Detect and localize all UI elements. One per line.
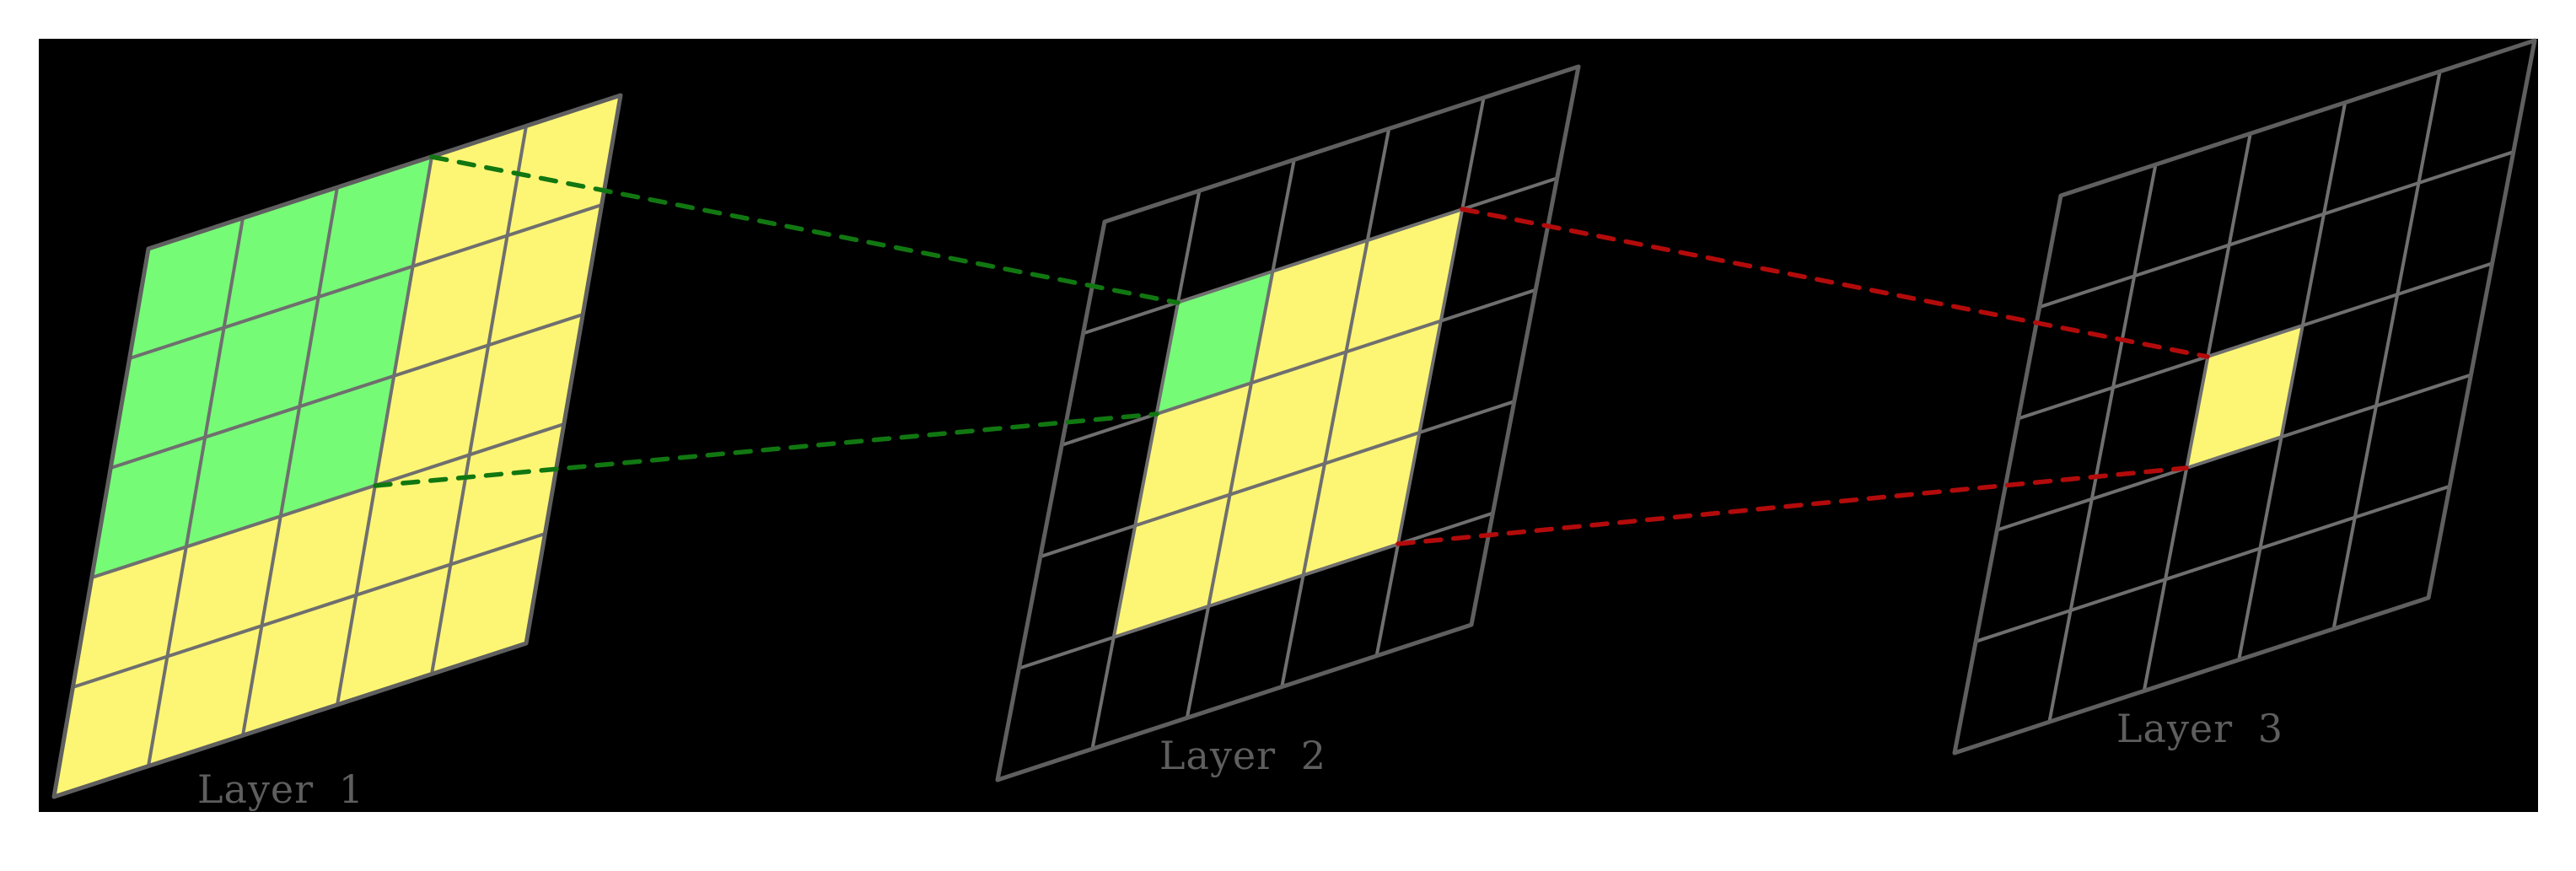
layer-1-cell-r4-c4 bbox=[432, 534, 546, 675]
receptive-field-link-red-upper bbox=[1460, 207, 2210, 359]
layer-3-gridline-col-4 bbox=[2331, 69, 2442, 631]
receptive-field-link-red-lower bbox=[1396, 465, 2189, 546]
layer-2-cell-r1-c3 bbox=[1346, 209, 1463, 352]
layer-2-cell-r2-c2 bbox=[1229, 352, 1347, 495]
layer-2-gridline-col-3 bbox=[1280, 126, 1391, 689]
layer-1-cell-r0-c0 bbox=[129, 218, 243, 358]
receptive-field-link-green-lower bbox=[373, 411, 1159, 488]
layer-3-gridline-col-3 bbox=[2237, 100, 2347, 662]
layer-1-cell-r2-c0 bbox=[91, 437, 206, 578]
layer-2-gridline-row-1 bbox=[1081, 176, 1559, 336]
layer-2-cell-r1-c2 bbox=[1251, 240, 1368, 384]
layer-1-label: Layer 1 bbox=[197, 766, 364, 812]
layers-group: Layer 1 Layer 2 Layer 3 bbox=[51, 38, 2537, 812]
layer-1-border bbox=[51, 93, 623, 799]
layer-1-cell-r0-c2 bbox=[318, 156, 432, 298]
layer-1-grid bbox=[51, 93, 623, 799]
layer-1-cell-r3-c1 bbox=[167, 516, 281, 657]
layer-1-gridline-row-1 bbox=[127, 203, 604, 360]
layer-1-cell-r4-c1 bbox=[148, 626, 262, 766]
layer-1-cell-r0-c4 bbox=[507, 95, 621, 236]
layer-2-cell-r1-c1 bbox=[1156, 271, 1273, 414]
layer-2-cell-r2-c1 bbox=[1135, 383, 1251, 526]
layer-1-cell-r4-c0 bbox=[54, 656, 168, 797]
layer-1-gridline-col-1 bbox=[147, 216, 245, 768]
layer-1-cell-r2-c2 bbox=[280, 375, 395, 517]
layer-2-grid bbox=[995, 64, 1581, 782]
layer-1-cell-r1-c1 bbox=[205, 297, 319, 438]
layer-2-gridline-col-1 bbox=[1090, 189, 1202, 751]
layer-3-label: Layer 3 bbox=[2116, 706, 2283, 751]
layer-1-cell-r0-c1 bbox=[223, 187, 337, 328]
layer-1-gridline-col-3 bbox=[336, 154, 433, 707]
layer-2-gridline-row-3 bbox=[1038, 400, 1516, 559]
layer-2-gridline-col-2 bbox=[1185, 158, 1296, 720]
layer-1-cell-r3-c2 bbox=[261, 485, 375, 626]
layer-2-cell-r3-c1 bbox=[1113, 494, 1230, 637]
receptive-field-link-green-upper bbox=[429, 154, 1180, 305]
layer-3-gridline-row-4 bbox=[1974, 484, 2452, 643]
layer-1-cell-r2-c1 bbox=[186, 406, 300, 547]
layer-2-gridline-row-2 bbox=[1060, 288, 1538, 447]
layer-3-cell-r2-c2 bbox=[2186, 325, 2303, 468]
layer-1-cell-r1-c2 bbox=[299, 266, 413, 407]
layer-2-border bbox=[995, 64, 1581, 782]
layer-1-gridline-row-4 bbox=[71, 532, 547, 689]
layer-3-grid bbox=[1952, 38, 2537, 755]
layer-1-cell-r2-c4 bbox=[469, 315, 583, 455]
layer-2-cell-r2-c3 bbox=[1325, 320, 1441, 464]
layer-2-cell-r3-c2 bbox=[1208, 463, 1325, 606]
layer-1-cell-r3-c3 bbox=[356, 454, 470, 595]
layer-1-gridline-row-2 bbox=[109, 313, 585, 470]
layer-3-gridline-col-1 bbox=[2047, 163, 2158, 724]
layer-1-cell-r4-c2 bbox=[243, 594, 357, 736]
layer-1-cell-r3-c4 bbox=[450, 424, 564, 565]
layer-2-gridline-row-4 bbox=[1017, 511, 1495, 670]
layer-3-gridline-row-2 bbox=[2016, 261, 2494, 421]
layer-1-cell-r3-c0 bbox=[73, 546, 186, 687]
layer-3-gridline-col-2 bbox=[2142, 132, 2252, 693]
layer-2-gridline-col-4 bbox=[1374, 95, 1486, 658]
layer-1-gridline-col-2 bbox=[241, 185, 339, 738]
layer-1-cell-r1-c4 bbox=[488, 205, 602, 346]
layer-1-cell-r1-c0 bbox=[110, 327, 224, 468]
layer-1-cell-r2-c3 bbox=[374, 345, 489, 486]
layer-1-cell-r0-c3 bbox=[412, 126, 526, 266]
layer-2-cell-r3-c3 bbox=[1303, 433, 1420, 576]
layer-1-cell-r4-c3 bbox=[337, 564, 451, 705]
layer-3-gridline-row-1 bbox=[2037, 150, 2515, 309]
layer-3-border bbox=[1952, 38, 2537, 755]
layer-2-label: Layer 2 bbox=[1159, 733, 1326, 778]
layer-1-cell-r1-c3 bbox=[394, 235, 508, 376]
layer-1-gridline-row-3 bbox=[89, 422, 566, 579]
layer-3-gridline-row-3 bbox=[1995, 373, 2473, 532]
layer-1-gridline-col-4 bbox=[430, 124, 528, 676]
